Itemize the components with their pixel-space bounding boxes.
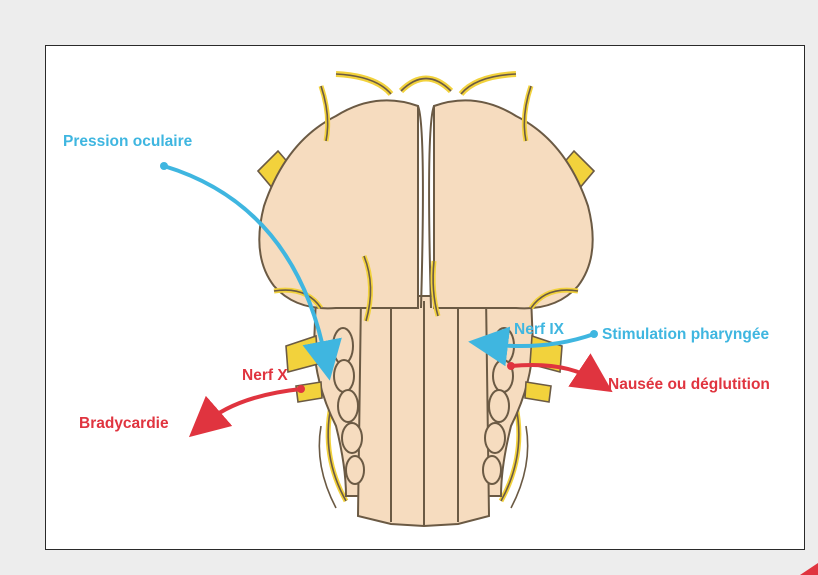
bradycardie-label: Bradycardie [79, 416, 169, 432]
medulla [314, 296, 533, 526]
bradycardie-arrow [204, 389, 301, 424]
nerf-ix-label: Nerf IX [514, 322, 564, 338]
nerf-x-label: Nerf X [242, 368, 288, 384]
brainstem-illustration [46, 46, 805, 550]
corner-accent [800, 563, 818, 575]
pression-oculaire-label: Pression oculaire [63, 134, 192, 150]
pons [259, 100, 592, 308]
nausee-deglutition-label: Nausée ou déglutition [608, 377, 770, 393]
stimulation-pharyngee-label: Stimulation pharyngée [602, 327, 769, 343]
diagram-panel: Pression oculaire Nerf X Bradycardie Ner… [45, 45, 805, 550]
